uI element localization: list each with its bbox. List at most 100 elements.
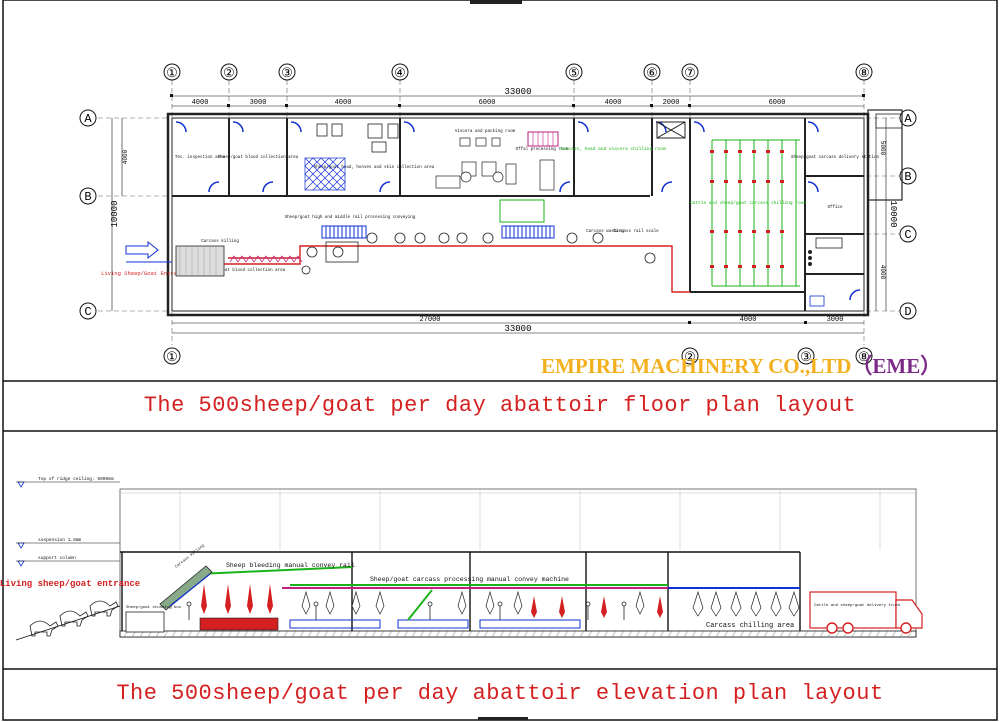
work-stations xyxy=(301,232,656,275)
column-bubble xyxy=(797,347,815,365)
column-label: ⑧ xyxy=(858,350,870,365)
row-label: B xyxy=(904,170,911,184)
sheep-icons xyxy=(29,600,119,637)
label: Sheep/goat high and middle rail processi… xyxy=(285,215,416,220)
delivery-truck xyxy=(809,591,923,634)
column-bubble xyxy=(163,347,181,365)
dim: 2000 xyxy=(663,99,680,107)
stun-label: Carcass killing xyxy=(174,543,206,569)
dim: 4000 xyxy=(192,99,209,107)
column-label: ① xyxy=(166,350,178,365)
column-label: ⑥ xyxy=(646,66,658,81)
entrance-label: Living Sheep/Goat Entrance xyxy=(101,270,187,277)
right-dim: 4000 xyxy=(879,265,886,280)
dim: 27000 xyxy=(419,316,440,324)
column-bubble xyxy=(855,347,873,365)
collection-hatch xyxy=(304,157,346,191)
right-dim: 5000 xyxy=(879,141,886,156)
hanging-carcasses xyxy=(201,584,663,618)
processing-carcasses xyxy=(301,590,800,617)
level-label: support column xyxy=(38,555,76,561)
title-stamp xyxy=(470,0,522,4)
interior-walls xyxy=(172,118,864,311)
floor-plan: ① ② ③ ④ ⑤ ⑥ ⑦ ⑧ ① ② ③ ⑧ xyxy=(79,63,917,365)
label: Carcass washing xyxy=(586,229,624,234)
axis-grid xyxy=(98,80,900,345)
stunning-conveyor xyxy=(159,565,213,611)
left-dim: 10000 xyxy=(110,200,120,227)
right-dim: 10000 xyxy=(888,200,898,227)
column-label: ② xyxy=(684,350,696,365)
dim: 3000 xyxy=(827,316,844,324)
row-label: A xyxy=(84,112,92,126)
room-label: Sheep/goat blood collection area xyxy=(218,155,299,160)
dim: 3000 xyxy=(250,99,267,107)
column-bubble xyxy=(643,63,661,81)
level-label: suspension 1.8mm xyxy=(38,537,82,543)
processing-rail xyxy=(200,245,690,293)
chilling-rails xyxy=(711,139,800,287)
column-bubble xyxy=(391,63,409,81)
column-label: ③ xyxy=(800,350,812,365)
row-bubble xyxy=(79,109,97,127)
room-label: Carcass, head and viscera chilling room xyxy=(560,146,666,152)
level-label: Top of ridge ceiling: 6000mm xyxy=(38,476,114,482)
row-bubble xyxy=(899,225,917,243)
label: Carcass killing xyxy=(201,239,239,244)
column-label: ⑦ xyxy=(684,66,696,81)
row-label: C xyxy=(84,305,91,319)
column-bubble xyxy=(220,63,238,81)
stunning-pen xyxy=(125,611,165,633)
pen-label: Sheep/goat stunning box xyxy=(126,605,182,610)
room-label: Viscera and packing room xyxy=(455,129,516,134)
elevation-plan-caption: The 500sheep/goat per day abattoir eleva… xyxy=(116,681,884,706)
row-bubble xyxy=(899,109,917,127)
left-sub-dim: 4000 xyxy=(122,149,129,164)
brand-name: EMPIRE MACHINERY CO.,LTD xyxy=(541,354,852,378)
column-label: ⑧ xyxy=(858,66,870,81)
truck-label: Cattle and sheep/goat delivery truck xyxy=(814,603,901,608)
row-bubble xyxy=(79,302,97,320)
processing-rail-label: Sheep/goat carcass processing manual con… xyxy=(370,576,569,583)
column-label: ④ xyxy=(394,66,406,81)
dim: 6000 xyxy=(479,99,496,107)
column-label: ③ xyxy=(281,66,293,81)
dim: 4000 xyxy=(605,99,622,107)
entrance-label: Living sheep/goat entrance xyxy=(0,579,140,589)
row-label: C xyxy=(904,228,911,242)
room-label: Sheep/goat head, hooves and skin collect… xyxy=(314,165,435,170)
footer-stamp xyxy=(478,717,528,720)
row-bubble xyxy=(899,302,917,320)
bleeding-rail-label: Sheep bleeding manual convey rail xyxy=(226,562,355,569)
label: Carcass rail scale xyxy=(613,229,659,234)
column-bubble xyxy=(681,347,699,365)
room-label: Tec. inspection area xyxy=(175,155,226,160)
workers xyxy=(186,601,627,620)
row-bubble xyxy=(899,167,917,185)
column-bubble xyxy=(278,63,296,81)
brand-abbr: （EME） xyxy=(851,354,942,378)
dim: 6000 xyxy=(769,99,786,107)
dim: 4000 xyxy=(335,99,352,107)
stunning-box xyxy=(175,245,225,277)
column-label: ⑤ xyxy=(568,66,580,81)
row-label: B xyxy=(84,190,91,204)
column-label: ① xyxy=(166,66,178,81)
room-label: Offal processing room xyxy=(516,147,569,152)
entrance-arrow xyxy=(125,240,172,263)
room-label: Office xyxy=(827,205,843,210)
column-bubbles-top xyxy=(163,63,873,81)
room-label: Cattle and sheep/goat carcass chilling r… xyxy=(690,200,806,206)
elevation-plan: Top of ridge ceiling: 6000mm suspension … xyxy=(0,476,923,641)
company-brand: EMPIRE MACHINERY CO.,LTD（EME） xyxy=(541,350,941,380)
row-bubble xyxy=(79,187,97,205)
column-bubble xyxy=(565,63,583,81)
column-bubble xyxy=(163,63,181,81)
bottom-total-dim: 33000 xyxy=(504,324,531,334)
total-width-dim: 33000 xyxy=(504,87,531,97)
blood-trough xyxy=(199,617,279,631)
column-bubble xyxy=(681,63,699,81)
room-label: Sheep/goat carcass delivery station xyxy=(791,155,879,160)
column-bubble xyxy=(855,63,873,81)
